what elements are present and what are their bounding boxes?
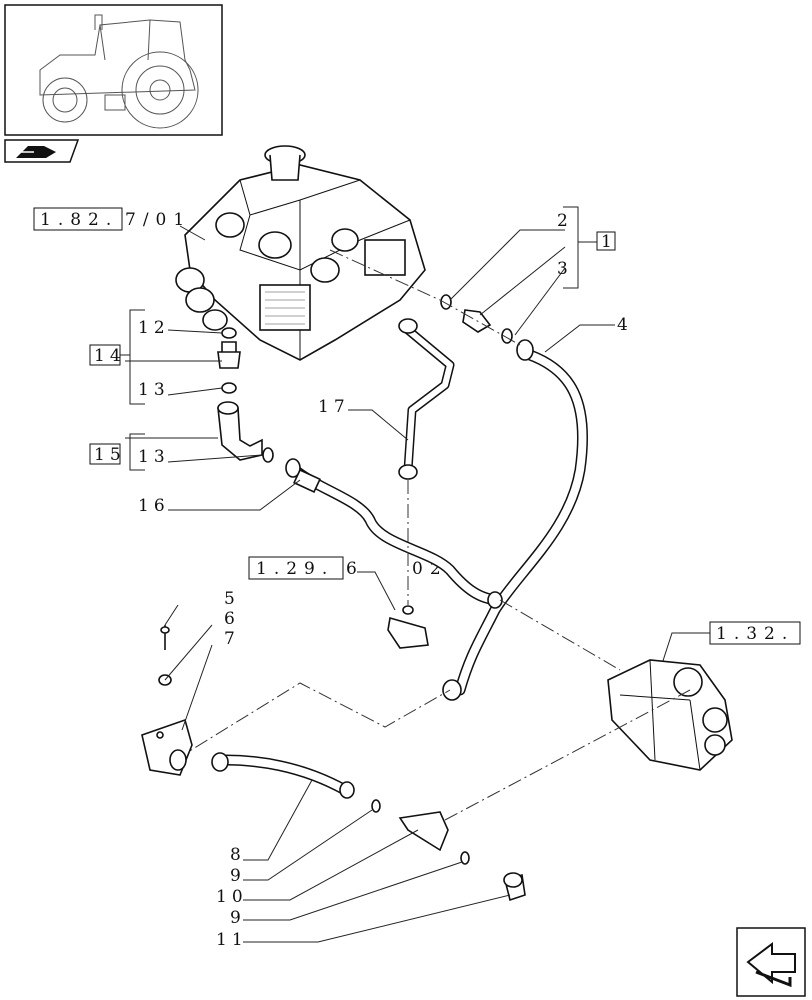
hose-16 bbox=[285, 458, 506, 606]
kit-1-bracket: 1 bbox=[563, 206, 617, 289]
ref-1-29-text: 1.29. bbox=[256, 559, 334, 579]
ref-1-32-text: 1.32. bbox=[716, 624, 794, 644]
ref-1-82-text: 1.82. bbox=[40, 210, 118, 230]
ref-7-01-text: 7/01 bbox=[125, 210, 191, 230]
tractor-thumbnail-icon bbox=[4, 4, 223, 136]
label-11: 11 bbox=[216, 930, 248, 950]
pump-body bbox=[607, 659, 733, 771]
control-valve-block bbox=[175, 145, 441, 361]
label-5: 5 bbox=[224, 589, 240, 609]
label-13a: 13 bbox=[138, 380, 170, 400]
kit-14-bracket: 14 bbox=[89, 309, 145, 405]
label-16: 16 bbox=[138, 496, 170, 516]
label-12: 12 bbox=[138, 318, 170, 338]
routing-lines bbox=[174, 599, 691, 821]
fitting-2-3 bbox=[439, 294, 521, 346]
label-9a: 9 bbox=[230, 866, 246, 886]
label-7: 7 bbox=[224, 629, 240, 649]
box-15-label: 15 bbox=[94, 445, 126, 465]
box-1-label: 1 bbox=[601, 232, 617, 252]
ref-1-29[interactable]: 1.29. 6 02 bbox=[248, 556, 448, 611]
hose-8 bbox=[211, 752, 381, 813]
ref-6-text: 6 bbox=[346, 559, 364, 579]
fitting-stack-left bbox=[217, 327, 274, 463]
next-page-arrow-icon[interactable] bbox=[736, 927, 806, 997]
label-17: 17 bbox=[318, 397, 350, 417]
part-labels: 2 3 4 12 13 13 16 17 5 6 7 8 9 10 9 11 bbox=[138, 211, 633, 950]
label-10: 10 bbox=[216, 887, 248, 907]
label-2: 2 bbox=[557, 211, 573, 231]
label-8: 8 bbox=[230, 845, 246, 865]
label-13b: 13 bbox=[138, 447, 170, 467]
bracket-7 bbox=[141, 625, 193, 776]
label-6: 6 bbox=[224, 609, 240, 629]
tee-fitting bbox=[387, 605, 429, 649]
tee-10 bbox=[398, 811, 526, 902]
label-9b: 9 bbox=[230, 908, 246, 928]
leader-lines bbox=[125, 229, 615, 943]
book-section-icon[interactable] bbox=[4, 139, 80, 163]
ref-1-32[interactable]: 1.32. bbox=[659, 621, 801, 671]
ref-1-82[interactable]: 1.82. 7/01 bbox=[33, 207, 206, 241]
kit-15-bracket: 15 bbox=[89, 433, 145, 471]
box-14-label: 14 bbox=[94, 346, 126, 366]
label-3: 3 bbox=[557, 259, 573, 279]
pipe-17 bbox=[398, 318, 455, 605]
label-4: 4 bbox=[617, 315, 633, 335]
hose-4 bbox=[442, 339, 589, 701]
